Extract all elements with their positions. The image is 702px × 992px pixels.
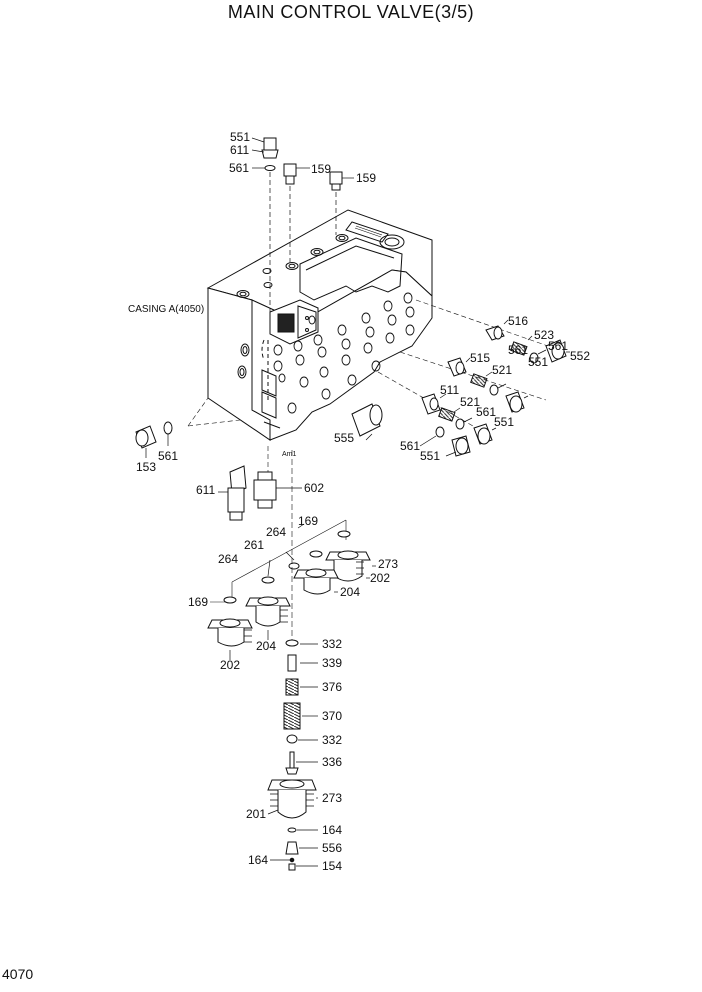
callout-611: 611 (230, 143, 249, 157)
callout-551: 551 (494, 415, 514, 429)
callout-561: 561 (400, 439, 420, 453)
callout-523: 523 (534, 328, 554, 342)
callout-551: 551 (230, 130, 250, 144)
left-plug-group (135, 397, 241, 449)
callout-555: 555 (334, 431, 354, 445)
callout-labels: 551 611 561 159 159 516 523 561 552 515 … (136, 130, 590, 873)
lower-valve-pair (227, 446, 277, 521)
callout-611: 611 (196, 483, 215, 497)
callout-159: 159 (311, 162, 331, 176)
callout-376: 376 (322, 680, 342, 694)
callout-201: 201 (246, 807, 266, 821)
callout-273: 273 (322, 791, 342, 805)
cover-plate-group (207, 519, 371, 647)
callout-602: 602 (304, 481, 324, 495)
diagram-title: MAIN CONTROL VALVE(3/5) (227, 2, 475, 22)
callout-264: 264 (266, 525, 286, 539)
callout-261: 261 (244, 538, 264, 552)
callout-561: 561 (229, 161, 249, 175)
right-plug-group (351, 299, 567, 457)
callout-339: 339 (322, 656, 342, 670)
pilot-stack (267, 450, 317, 871)
callout-336: 336 (322, 755, 342, 769)
leader-lines (145, 137, 570, 867)
valve-body (206, 209, 433, 441)
callout-273: 273 (378, 557, 398, 571)
callout-551: 551 (420, 449, 440, 463)
casing-label: CASING A(4050) (128, 304, 204, 315)
callout-264: 264 (218, 552, 238, 566)
callout-516: 516 (508, 314, 528, 328)
callout-332: 332 (322, 637, 342, 651)
callout-169: 169 (188, 595, 208, 609)
callout-202: 202 (370, 571, 390, 585)
callout-159: 159 (356, 171, 376, 185)
callout-561: 561 (158, 449, 178, 463)
callout-521: 521 (492, 363, 512, 377)
callout-511: 511 (440, 383, 459, 397)
callout-154: 154 (322, 859, 342, 873)
callout-169: 169 (298, 514, 318, 528)
callout-561: 561 (476, 405, 496, 419)
callout-552: 552 (570, 349, 590, 363)
callout-164: 164 (248, 853, 268, 867)
callout-561: 561 (508, 343, 528, 357)
callout-153: 153 (136, 460, 156, 474)
callout-370: 370 (322, 709, 342, 723)
callout-164: 164 (322, 823, 342, 837)
callout-202: 202 (220, 658, 240, 672)
port-label-am1: Am1 (282, 451, 297, 458)
callout-204: 204 (256, 639, 276, 653)
callout-556: 556 (322, 841, 342, 855)
callout-561: 561 (548, 339, 568, 353)
callout-521: 521 (460, 395, 480, 409)
callout-332: 332 (322, 733, 342, 747)
callout-551: 551 (528, 355, 548, 369)
callout-515: 515 (470, 351, 490, 365)
page-number: 4070 (2, 966, 34, 982)
callout-204: 204 (340, 585, 360, 599)
top-plug-stack (261, 137, 343, 318)
